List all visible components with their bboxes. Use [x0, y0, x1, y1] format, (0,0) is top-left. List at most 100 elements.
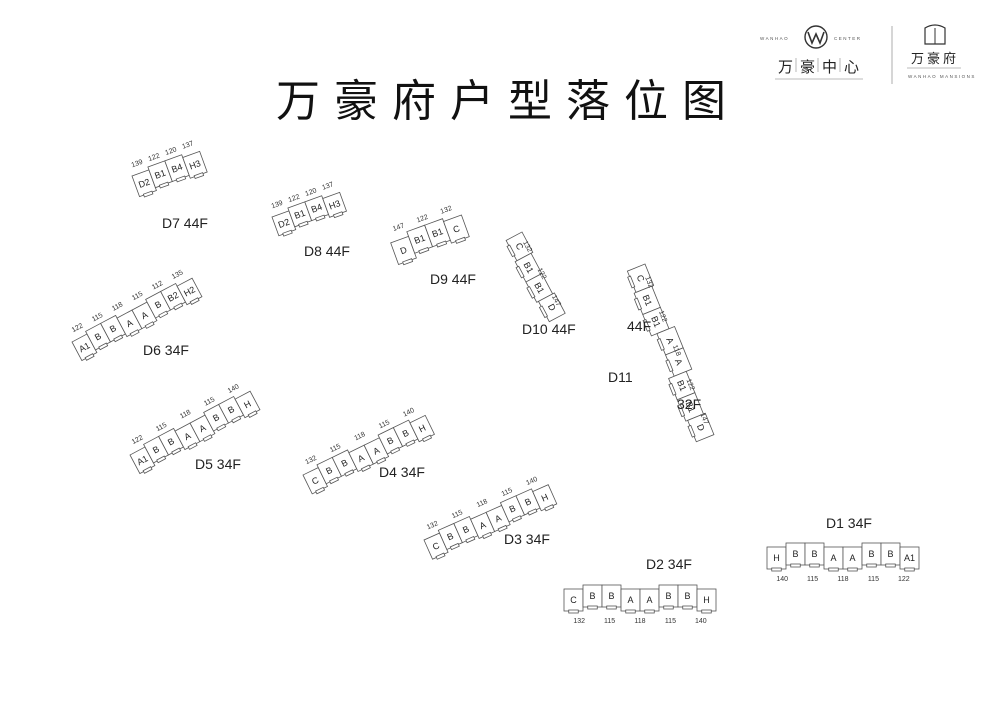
unit-d1-2[interactable]: B — [804, 542, 825, 568]
unit-area-label: 140 — [402, 407, 416, 418]
unit-type-label: D2 — [137, 177, 151, 190]
unit-d1-1[interactable]: B — [785, 542, 806, 568]
unit-d2-3[interactable]: A — [620, 588, 641, 614]
unit-area-label: 137 — [181, 140, 194, 151]
unit-d5-0[interactable]: A1 — [129, 446, 156, 475]
unit-d7-0[interactable]: D2 — [131, 169, 157, 199]
unit-balcony — [866, 563, 877, 568]
unit-type-label: B1 — [675, 379, 688, 393]
unit-d6-0[interactable]: A1 — [71, 333, 98, 362]
unit-balcony — [568, 609, 579, 614]
unit-balcony — [189, 297, 200, 305]
unit-balcony — [332, 211, 344, 219]
unit-balcony — [156, 455, 167, 464]
unit-area-label: 115 — [501, 487, 514, 498]
unit-type-label: A — [673, 357, 685, 366]
unit-d11-0[interactable]: C — [626, 263, 655, 293]
unit-area-label: 115 — [155, 422, 168, 433]
unit-d6-7[interactable]: H2 — [176, 277, 203, 306]
unit-d5-4[interactable]: A — [189, 414, 216, 443]
unit-area-label: 118 — [671, 344, 682, 357]
unit-type-label: B2 — [166, 290, 180, 304]
unit-d3-7[interactable]: H — [532, 484, 558, 513]
unit-d10-3[interactable]: D — [537, 292, 566, 323]
unit-d9-3[interactable]: C — [443, 214, 470, 245]
unit-d5-7[interactable]: H — [234, 390, 261, 419]
unit-d11-6[interactable]: B1 — [675, 392, 704, 422]
logo-left-char-3: 心 — [844, 58, 859, 76]
unit-d1-5[interactable]: B — [861, 542, 882, 568]
unit-d2-2[interactable]: B — [601, 584, 622, 610]
unit-d11-7[interactable]: D — [686, 412, 715, 443]
unit-type-label: B — [461, 524, 471, 536]
unit-d8-0[interactable]: D2 — [271, 210, 297, 238]
unit-d9-1[interactable]: B1 — [406, 224, 434, 255]
unit-d7-1[interactable]: B1 — [147, 160, 173, 190]
unit-balcony — [527, 508, 538, 516]
unit-d1-6[interactable]: B — [880, 542, 901, 568]
unit-d7-3[interactable]: H3 — [182, 150, 208, 180]
unit-d1-4[interactable]: A — [842, 546, 863, 572]
page-title: 万豪府户型落位图 — [276, 76, 740, 127]
unit-type-label: B1 — [684, 400, 697, 414]
unit-d2-0[interactable]: C — [563, 588, 584, 614]
unit-type-label: A — [830, 553, 836, 563]
unit-type-label: A — [197, 423, 207, 435]
unit-balcony — [247, 410, 258, 418]
unit-balcony — [526, 286, 536, 299]
unit-type-label: C — [635, 273, 647, 283]
building-label-d5: D5 34F — [195, 456, 241, 472]
unit-area-label: 140 — [776, 576, 788, 583]
unit-d11-5[interactable]: B1 — [667, 370, 696, 401]
unit-d6-3[interactable]: A — [116, 309, 143, 338]
unit-d10-2[interactable]: B1 — [524, 273, 554, 304]
logo-left-char-0: 万 — [778, 58, 793, 76]
unit-d10-1[interactable]: B1 — [513, 252, 543, 283]
unit-d11-3[interactable]: A — [655, 325, 684, 356]
unit-balcony — [329, 476, 340, 485]
unit-d2-7[interactable]: H — [696, 588, 717, 614]
unit-d8-3[interactable]: H3 — [322, 191, 348, 219]
unit-d1-3[interactable]: A — [823, 546, 844, 572]
unit-type-label: B — [340, 457, 350, 469]
unit-d11-2[interactable]: B1 — [641, 306, 670, 337]
unit-d11-1[interactable]: B1 — [632, 285, 661, 316]
unit-area-label: 115 — [665, 618, 676, 625]
unit-balcony — [663, 605, 674, 610]
unit-balcony — [885, 563, 896, 568]
unit-d2-5[interactable]: B — [658, 584, 679, 610]
unit-d2-1[interactable]: B — [582, 584, 603, 610]
unit-d8-2[interactable]: B4 — [304, 195, 330, 223]
unit-d4-7[interactable]: H — [409, 414, 435, 443]
unit-d1-0[interactable]: H — [766, 546, 787, 572]
unit-d2-6[interactable]: B — [677, 584, 698, 610]
unit-balcony — [216, 423, 227, 432]
unit-type-label: B — [792, 549, 798, 559]
unit-d5-5[interactable]: B — [203, 403, 230, 432]
unit-balcony — [298, 220, 309, 228]
unit-area-label: 132 — [643, 276, 654, 290]
unit-d6-6[interactable]: B2 — [160, 282, 187, 311]
unit-d2-4[interactable]: A — [639, 588, 660, 614]
unit-d1-7[interactable]: A1 — [899, 546, 920, 572]
unit-balcony — [465, 535, 476, 544]
building-floor-label-d11-0: 44F — [627, 318, 651, 334]
unit-type-label: B — [608, 591, 614, 601]
wanhao-mansions-logo: 万 豪 府 WANHAO MANSIONS — [907, 24, 974, 79]
unit-d7-2[interactable]: B4 — [164, 154, 190, 184]
unit-balcony — [544, 504, 555, 512]
unit-type-label: B — [684, 591, 690, 601]
unit-d8-1[interactable]: B1 — [287, 201, 313, 229]
